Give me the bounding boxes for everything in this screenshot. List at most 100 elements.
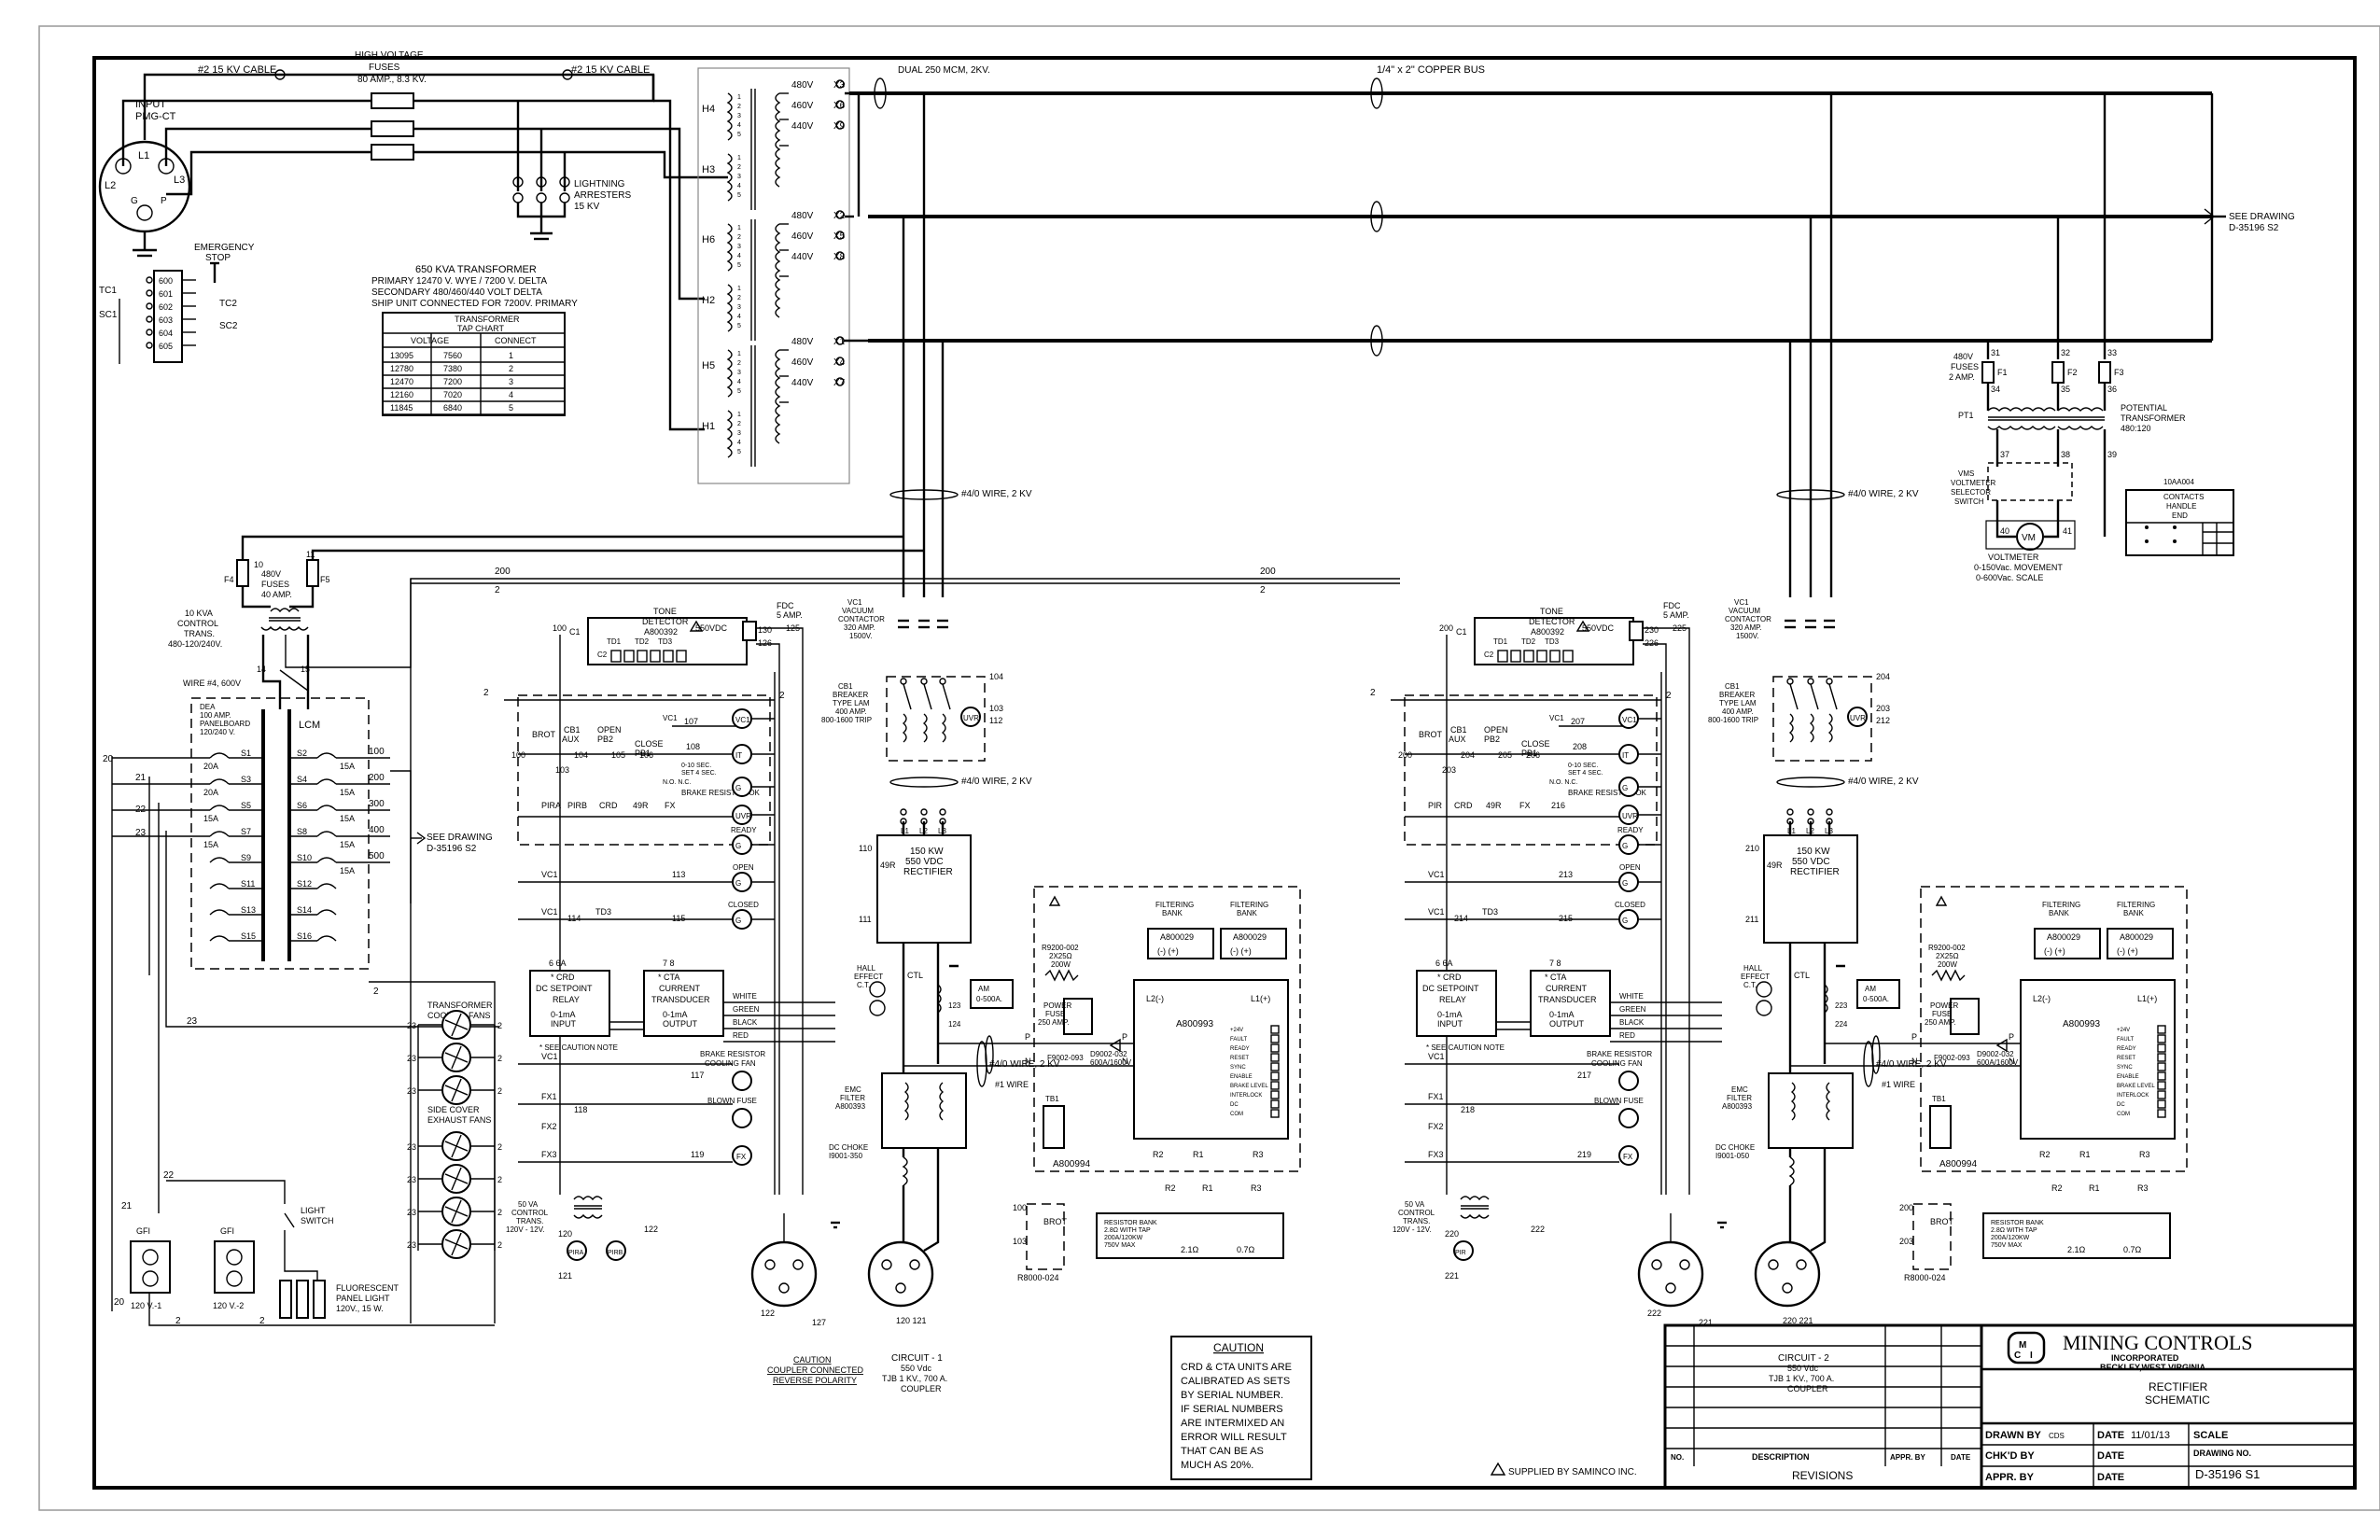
vacuum: 320 AMP.	[1730, 623, 1762, 632]
wire: 214	[1454, 914, 1468, 923]
l2: L2(-)	[1146, 994, 1164, 1003]
tap-number: 1	[737, 351, 741, 357]
svg-text:DESCRIPTION: DESCRIPTION	[1752, 1452, 1810, 1462]
wire: 122	[761, 1309, 775, 1318]
hall: EFFECT	[854, 973, 883, 981]
vacuum: VACUUM	[842, 607, 874, 615]
emc: A800393	[835, 1102, 866, 1111]
io-label: +24V	[2117, 1028, 2130, 1033]
wire: 123	[948, 1001, 961, 1010]
wire: 203	[1876, 704, 1890, 713]
hall: EFFECT	[1741, 973, 1770, 981]
dual-cable-label: DUAL 250 MCM, 2KV.	[898, 65, 990, 76]
svg-text:SWITCH: SWITCH	[301, 1216, 334, 1225]
pira-row: PIRA	[541, 801, 561, 810]
svg-text:EXHAUST FANS: EXHAUST FANS	[427, 1115, 491, 1125]
svg-text:CHK'D BY: CHK'D BY	[1985, 1450, 2035, 1462]
vacuum: 1500V.	[849, 632, 873, 640]
wire: 103	[555, 765, 569, 775]
vacuum: 320 AMP.	[844, 623, 875, 632]
wire: 210	[1745, 844, 1759, 853]
a800029: A800029	[2047, 932, 2080, 942]
fan-wire-2: 2	[497, 1208, 502, 1217]
f9002: F9002-093	[1934, 1054, 1970, 1062]
pira-row: 49R	[1486, 801, 1502, 810]
secondary-tap-480V: 480V	[791, 337, 814, 347]
r1: R1	[1193, 1150, 1204, 1159]
fan-wire-2: 2	[497, 1086, 502, 1096]
fx2: FX2	[541, 1122, 557, 1131]
wire: 219	[1577, 1150, 1591, 1159]
cta: OUTPUT	[1549, 1019, 1585, 1029]
resistor-bank: RESISTOR BANK	[1104, 1220, 1157, 1226]
tap-voltage: 11845	[390, 403, 413, 413]
breaker-S6: S6	[297, 801, 307, 810]
svg-text:#4/0 WIRE, 2 KV: #4/0 WIRE, 2 KV	[1876, 1059, 1947, 1070]
cta: 7 8	[663, 959, 675, 968]
tap-voltage: 12780	[390, 364, 413, 373]
io-label: DC	[2117, 1102, 2125, 1108]
dc-setpoint: DC SETPOINT	[1422, 984, 1479, 993]
svg-text:10 KVA: 10 KVA	[185, 609, 213, 618]
caution-line: CALIBRATED AS SETS	[1181, 1376, 1290, 1387]
svg-text:480V: 480V	[261, 569, 281, 579]
res-21: 2.1Ω	[2067, 1245, 2086, 1254]
ammeter: AM	[978, 985, 989, 993]
vc1-contact: VC1	[663, 714, 678, 722]
dc-choke: I9001-350	[829, 1152, 863, 1160]
wire: 222	[1647, 1309, 1661, 1318]
svg-text:TAP CHART: TAP CHART	[457, 324, 505, 333]
svg-text:100 AMP.: 100 AMP.	[200, 711, 231, 720]
svg-text:650 KVA TRANSFORMER: 650 KVA TRANSFORMER	[415, 264, 537, 275]
svg-text:L1: L1	[138, 150, 149, 161]
timer: SET 4 SEC.	[681, 770, 717, 777]
tap-number: 3	[737, 430, 741, 437]
transformer-spec: 650 KVA TRANSFORMER PRIMARY 12470 V. WYE…	[371, 264, 578, 416]
svg-text:10: 10	[254, 560, 263, 569]
secondary-terminal-X1: X1	[833, 337, 846, 347]
breaker-amp-left: 20A	[203, 762, 218, 771]
p-terminal: P	[2009, 1032, 2014, 1042]
breaker-S13: S13	[241, 905, 256, 915]
svg-text:40 AMP.: 40 AMP.	[261, 590, 292, 599]
svg-text:POTENTIAL: POTENTIAL	[2121, 403, 2167, 413]
svg-text:APPR. BY: APPR. BY	[1890, 1453, 1925, 1462]
l1: L1(+)	[1251, 994, 1270, 1003]
fan-wire-23: 23	[407, 1240, 416, 1250]
fan-wire-2: 2	[497, 1054, 502, 1063]
svg-text:TRANSFORMER: TRANSFORMER	[455, 315, 520, 324]
svg-text:31: 31	[1991, 348, 2000, 357]
svg-text:SWITCH: SWITCH	[1954, 497, 1984, 506]
svg-text:36: 36	[2107, 385, 2117, 394]
brake-fan: BRAKE RESISTOR	[700, 1050, 765, 1058]
fan-wire-2: 2	[497, 1021, 502, 1030]
vacuum: VC1	[1734, 598, 1749, 607]
svg-text:F1: F1	[1997, 368, 2008, 377]
svg-text:L3: L3	[174, 175, 185, 186]
tap-number: 4	[737, 440, 741, 446]
resistor-bank: 2.8Ω WITH TAP	[1104, 1227, 1151, 1234]
tap-connect: 3	[509, 377, 513, 386]
terminal-604: 604	[159, 329, 173, 338]
io-label: READY	[1230, 1046, 1250, 1052]
breaker: BREAKER	[833, 691, 868, 699]
svg-text:22: 22	[135, 805, 147, 815]
secondary-tap-480V: 480V	[791, 80, 814, 91]
breaker-amp-left: 20A	[203, 788, 218, 797]
filter-bank: BANK	[1237, 909, 1257, 917]
breaker-amp-right: 15A	[340, 840, 355, 849]
svg-text:15: 15	[301, 665, 310, 674]
svg-text:SC2: SC2	[219, 321, 238, 331]
svg-text:SUPPLIED BY SAMINCO INC.: SUPPLIED BY SAMINCO INC.	[1508, 1467, 1637, 1477]
rectifier: 550 VDC	[905, 857, 944, 867]
l1: L1	[1787, 827, 1796, 835]
wire: 211	[1745, 915, 1758, 924]
primary-terminal-H1: H1	[702, 421, 715, 432]
tap-number: 3	[737, 244, 741, 250]
wire-1: #1 WIRE	[995, 1080, 1029, 1089]
close-pb: CLOSE	[1521, 739, 1550, 749]
wire-color-red: RED	[1619, 1031, 1635, 1040]
svg-text:F4: F4	[224, 575, 234, 584]
wire-2: 2	[779, 691, 785, 701]
